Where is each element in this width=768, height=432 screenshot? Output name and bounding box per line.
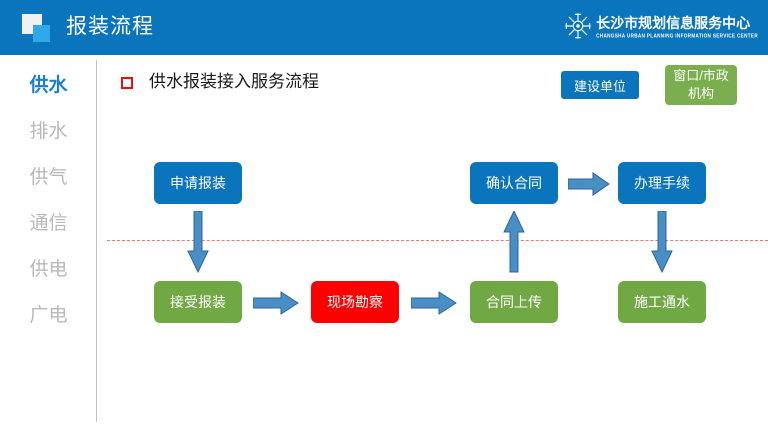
red-square-bullet-icon — [121, 77, 133, 89]
sidebar-item-tongxin[interactable]: 通信 — [29, 213, 68, 234]
brand-name-cn: 长沙市规划信息服务中心 — [596, 14, 751, 31]
legend-window-municipal-line1: 窗口/市政 机构 — [673, 68, 729, 101]
logo-square-blue — [33, 25, 50, 42]
sidebar-item-paishui[interactable]: 排水 — [29, 121, 68, 142]
legend-window-municipal: 窗口/市政 机构 — [665, 65, 737, 105]
arrow-up-icon-upload-to-confirm — [503, 211, 525, 273]
section-title: 供水报装接入服务流程 — [149, 72, 319, 91]
node-upload-contract[interactable]: 合同上传 — [470, 281, 558, 323]
page-title: 报装流程 — [66, 15, 154, 38]
sidebar-item-gongdian[interactable]: 供电 — [29, 259, 68, 280]
sidebar-item-gongqi[interactable]: 供气 — [29, 167, 68, 188]
node-apply[interactable]: 申请报装 — [154, 162, 242, 204]
arrow-right-icon-survey-to-upload — [411, 291, 457, 315]
app-header: 报装流程 长沙市规划信息服务中心 CHANGSHA URBAN — [0, 0, 768, 55]
node-construction-water[interactable]: 施工通水 — [618, 281, 706, 323]
arrow-right-icon-confirm-to-procedure — [568, 172, 610, 196]
swimlane-divider — [107, 240, 768, 241]
content-area: 供水报装接入服务流程 建设单位 窗口/市政 机构 申请报装 确认合同 办理手续 … — [97, 55, 768, 432]
arrow-down-icon-procedure-to-water — [651, 211, 673, 273]
sidebar-nav[interactable]: 供水 排水 供气 通信 供电 广电 — [0, 55, 97, 432]
brand-name-en: CHANGSHA URBAN PLANNING INFORMATION SERV… — [596, 31, 758, 38]
arrow-down-icon-apply-to-accept — [187, 211, 209, 273]
arrow-right-icon-accept-to-survey — [253, 291, 299, 315]
sidebar-item-guangdian[interactable]: 广电 — [29, 305, 68, 326]
sidebar-divider — [96, 60, 97, 422]
legend-construction-unit: 建设单位 — [561, 71, 639, 99]
node-handle-procedure[interactable]: 办理手续 — [618, 162, 706, 204]
changsha-planning-emblem-icon — [565, 13, 591, 39]
node-confirm-contract[interactable]: 确认合同 — [470, 162, 558, 204]
node-accept[interactable]: 接受报装 — [154, 281, 242, 323]
brand-logo: 长沙市规划信息服务中心 CHANGSHA URBAN PLANNING INFO… — [565, 13, 758, 39]
node-site-survey[interactable]: 现场勘察 — [311, 281, 399, 323]
square-logo-icon — [22, 14, 52, 42]
brand-text-block: 长沙市规划信息服务中心 CHANGSHA URBAN PLANNING INFO… — [596, 14, 758, 39]
sidebar-item-gongshui[interactable]: 供水 — [29, 75, 68, 96]
